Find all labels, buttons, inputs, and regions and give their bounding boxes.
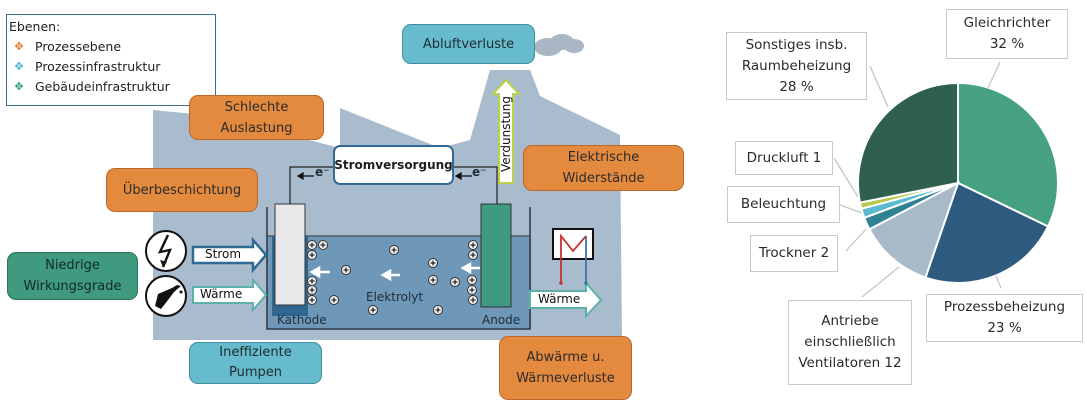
- box-ineffiziente-pumpen: Ineffiziente Pumpen: [189, 342, 322, 384]
- electron-arrow-left: [296, 171, 314, 181]
- wire-kathode: [289, 166, 333, 204]
- cation-icon: [428, 275, 438, 285]
- legend-item-gebaeudeinfrastruktur: ✥ Gebäudeinfrastruktur: [9, 77, 215, 97]
- pie-slice-sonstiges-insb-raumbeheizung: [857, 81, 959, 204]
- callout-druckluft: Druckluft 1: [735, 141, 833, 175]
- leader-beleuchtung: [839, 204, 863, 214]
- cation-icon: [433, 305, 443, 315]
- kathode-electrode: [274, 203, 306, 306]
- cation-icon: [307, 285, 317, 295]
- cation-icon: [467, 275, 477, 285]
- box-abluftverluste: Abluftverluste: [402, 24, 535, 64]
- exhaust-cloud: [534, 34, 584, 56]
- leader-gleichrichter: [987, 61, 1001, 89]
- cation-icon: [467, 285, 477, 295]
- wire-anode: [454, 166, 498, 204]
- callout-beleuchtung: Beleuchtung: [727, 186, 840, 223]
- stromversorgung-box: Stromversorgung: [333, 145, 454, 185]
- callout-gleichrichter: Gleichrichter 32 %: [946, 9, 1068, 59]
- strom-input-label: Strom: [205, 247, 242, 261]
- leader-trockner: [845, 228, 867, 252]
- legend-item-prozessebene: ✥ Prozessebene: [9, 37, 215, 57]
- anode-label: Anode: [482, 313, 521, 327]
- cation-icon: [468, 240, 478, 250]
- box-ueberbeschichtung: Überbeschichtung: [106, 168, 258, 212]
- pie-slice-gleichrichter: [957, 81, 1059, 228]
- electron-label-left: e⁻: [315, 165, 330, 179]
- heat-exchanger-icon: [552, 228, 594, 285]
- verdunstung-arrow: [490, 78, 522, 184]
- box-niedrige-wirkungsgrade: Niedrige Wirkungsgrade: [7, 252, 138, 300]
- legend-title: Ebenen:: [9, 19, 61, 34]
- pie-slice-antriebe-einschließlich-ventilatoren: [868, 180, 960, 279]
- callout-antriebe: Antriebe einschließlich Ventilatoren 12: [788, 300, 912, 385]
- cation-icon: [389, 245, 399, 255]
- legend-bullet-icon: ✥: [14, 80, 24, 93]
- verdunstung-label: Verdunstung: [499, 96, 513, 172]
- legend: Ebenen: ✥ Prozessebene ✥ Prozessinfrastr…: [6, 14, 216, 106]
- ion-layer: [307, 240, 478, 315]
- leader-antriebe: [861, 266, 900, 298]
- cation-icon: [307, 250, 317, 260]
- electron-arrow-right: [454, 171, 472, 181]
- leader-sonstiges: [869, 65, 889, 108]
- waerme-output-arrow: [529, 280, 603, 319]
- box-schlechte-auslastung: Schlechte Auslastung: [189, 95, 324, 140]
- tank-wall: [266, 207, 531, 330]
- pie-leader-lines: [833, 61, 1002, 298]
- leader-druckluft: [833, 157, 859, 198]
- box-elektrische-widerstaende: Elektrische Widerstände: [523, 145, 684, 191]
- kathode-label: Kathode: [277, 313, 327, 327]
- cation-icon: [468, 295, 478, 305]
- cation-icon: [428, 258, 438, 268]
- electron-label-right: e⁻: [472, 165, 487, 179]
- elektrolyt-label: Elektrolyt: [366, 290, 424, 304]
- cation-icon: [450, 277, 460, 287]
- legend-item-prozessinfrastruktur: ✥ Prozessinfrastruktur: [9, 57, 215, 77]
- pie-chart: [857, 81, 1059, 284]
- cation-icon: [368, 305, 378, 315]
- lightning-icon: [145, 230, 187, 272]
- waerme-input-label: Wärme: [200, 287, 243, 301]
- legend-bullet-icon: ✥: [14, 40, 24, 53]
- leader-prozessbeheizung: [995, 275, 1002, 289]
- cation-icon: [307, 295, 317, 305]
- pie-slice-prozessbeheizung: [924, 181, 1050, 284]
- cation-icon: [307, 240, 317, 250]
- callout-sonstiges: Sonstiges insb. Raumbeheizung 28 %: [726, 32, 867, 100]
- callout-prozessbeheizung: Prozessbeheizung 23 %: [926, 294, 1083, 342]
- anode-electrode: [480, 203, 512, 308]
- cation-icon: [468, 250, 478, 260]
- cation-icon: [318, 240, 328, 250]
- waerme-output-label: Wärme: [538, 292, 581, 306]
- callout-trockner: Trockner 2: [750, 235, 838, 272]
- legend-bullet-icon: ✥: [14, 60, 24, 73]
- fuel-nozzle-icon: [145, 275, 187, 317]
- box-abwaerme: Abwärme u. Wärmeverluste: [499, 336, 632, 400]
- cation-icon: [307, 276, 317, 286]
- cation-icon: [341, 265, 351, 275]
- strom-input-arrow: [191, 236, 268, 274]
- waerme-input-arrow: [192, 277, 268, 313]
- cation-icon: [329, 295, 339, 305]
- ion-migration-arrows: [309, 261, 480, 282]
